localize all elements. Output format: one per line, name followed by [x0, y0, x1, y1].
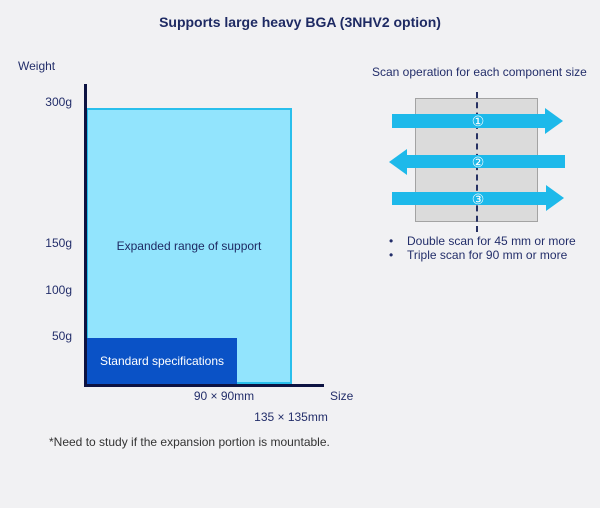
scan-arrow-1-shaft — [392, 114, 545, 128]
y-axis-title: Weight — [18, 59, 56, 73]
expanded-range-label: Expanded range of support — [116, 239, 262, 253]
scan-arrow-2-shaft — [407, 155, 565, 168]
x-tick-135mm: 135 × 135mm — [254, 410, 328, 424]
circled-number-3-icon: ③ — [471, 191, 485, 207]
y-tick-50g: 50g — [51, 329, 72, 343]
scan-arrow-3-right-head — [546, 185, 564, 211]
figure-title: Supports large heavy BGA (3NHV2 option) — [159, 14, 441, 30]
y-tick-100g: 100g — [45, 283, 72, 297]
y-tick-300g: 300g — [45, 95, 72, 109]
x-axis-title: Size — [330, 389, 354, 403]
circled-number-2-icon: ② — [471, 154, 485, 170]
y-tick-150g: 150g — [45, 236, 72, 250]
scan-diagram-title: Scan operation for each component size — [372, 65, 587, 79]
standard-spec-region: Standard specifications — [87, 338, 237, 384]
scan-arrow-1-right-head — [545, 108, 563, 134]
circled-number-1-icon: ① — [471, 113, 485, 129]
x-axis-line — [84, 384, 324, 387]
bullet-icon: • — [389, 248, 394, 262]
scan-arrow-2-left-head — [389, 149, 407, 175]
bullet-icon: • — [389, 234, 394, 248]
footnote-text: *Need to study if the expansion portion … — [49, 435, 330, 449]
y-axis-line — [84, 84, 87, 387]
scan-arrow-3-shaft — [392, 192, 546, 205]
bullet-triple-scan-text: Triple scan for 90 mm or more — [407, 248, 568, 262]
bullet-double-scan-text: Double scan for 45 mm or more — [407, 234, 576, 248]
x-tick-90mm: 90 × 90mm — [193, 389, 255, 403]
standard-spec-label: Standard specifications — [99, 354, 225, 368]
